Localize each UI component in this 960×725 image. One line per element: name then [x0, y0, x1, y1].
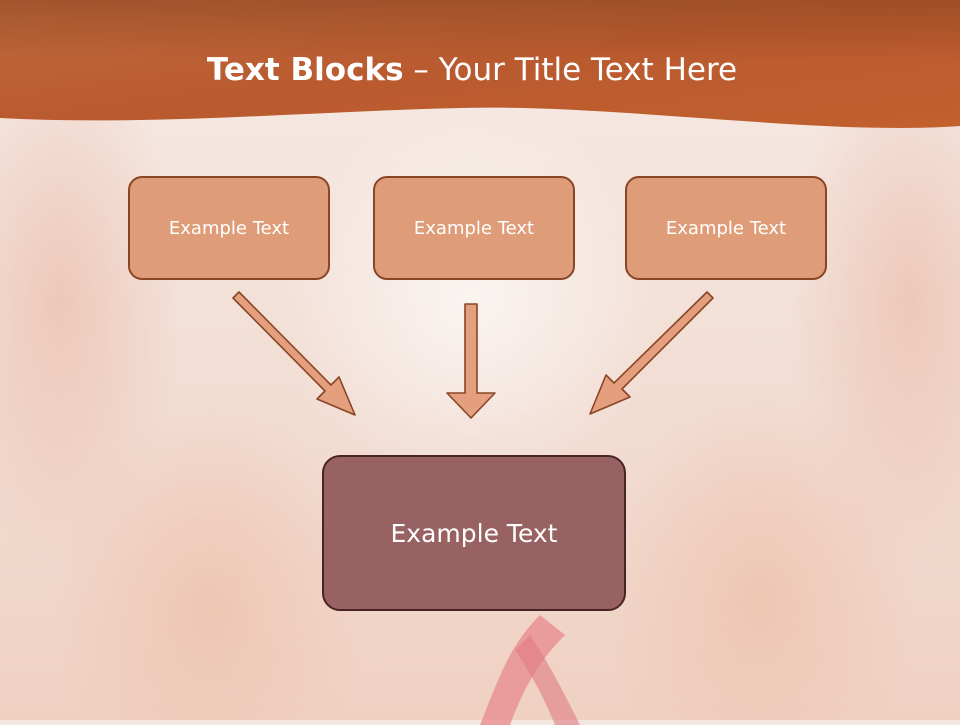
arrow-left-down-right	[232, 291, 356, 416]
slide-title: Text Blocks – Your Title Text Here	[0, 52, 944, 88]
title-banner	[0, 0, 960, 128]
text-block-bottom[interactable]: Example Text	[322, 455, 626, 611]
arrow-right-down-left	[589, 291, 714, 415]
awareness-ribbon-graphic	[480, 615, 580, 725]
title-rest-part: – Your Title Text Here	[403, 52, 738, 88]
title-bold-part: Text Blocks	[206, 52, 404, 88]
text-block-right[interactable]: Example Text	[625, 176, 827, 280]
text-block-center[interactable]: Example Text	[373, 176, 575, 280]
arrow-down	[446, 303, 496, 419]
text-block-left[interactable]: Example Text	[128, 176, 330, 280]
